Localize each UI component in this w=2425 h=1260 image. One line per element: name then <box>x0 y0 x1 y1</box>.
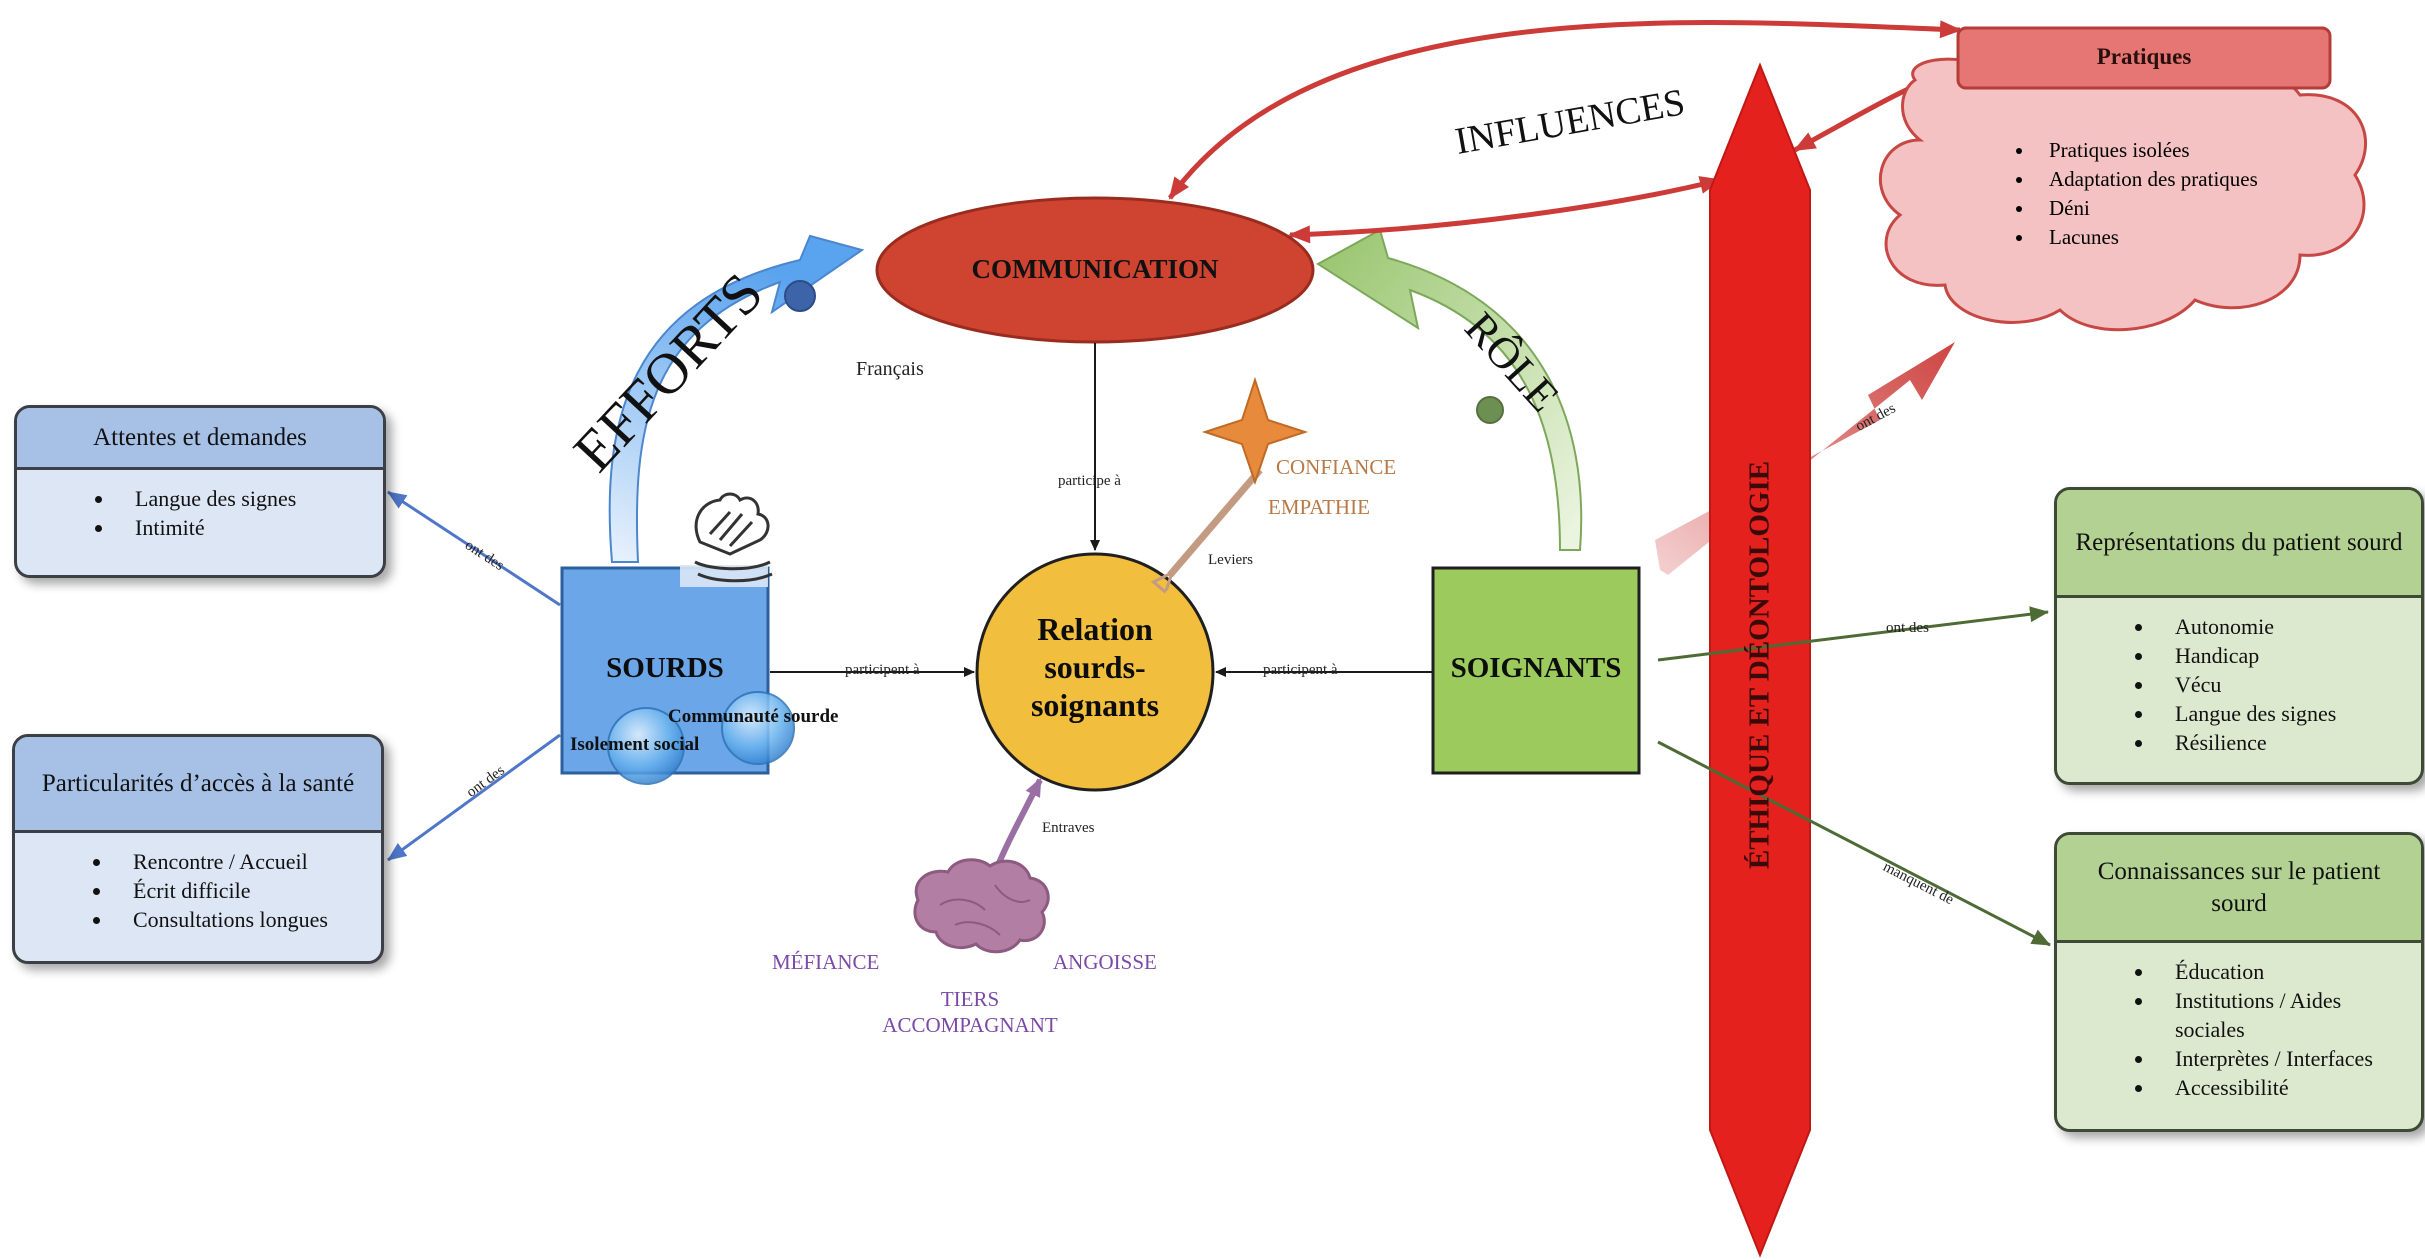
card-body: Autonomie Handicap Vécu Langue des signe… <box>2057 598 2421 767</box>
list-item: Handicap <box>2155 641 2401 670</box>
influences-arrow-top <box>1167 20 1962 200</box>
edge-manquent <box>1657 740 2051 947</box>
star-icon <box>1201 376 1309 486</box>
connaissances-card: Connaissances sur le patient sourd Éduca… <box>2054 832 2424 1132</box>
list-item: Rencontre / Accueil <box>113 847 361 876</box>
influences-arrow-middle <box>1288 176 1722 244</box>
edge-ont-des-repr <box>1657 606 2049 662</box>
card-body: Éducation Institutions / Aides sociales … <box>2057 943 2421 1112</box>
angoisse-label: ANGOISSE <box>1053 950 1157 974</box>
particularites-card: Particularités d’accès à la santé Rencon… <box>12 734 384 964</box>
communication-node <box>875 196 1315 344</box>
list-item: Autonomie <box>2155 612 2401 641</box>
ont-des-repr-label: ont des <box>1886 620 1929 636</box>
list-item: Adaptation des pratiques <box>2035 165 2285 194</box>
dot-icon <box>1476 396 1504 424</box>
leviers-label: Leviers <box>1208 552 1253 568</box>
list-item: Institutions / Aides sociales <box>2155 986 2401 1044</box>
pratiques-header <box>1956 26 2332 90</box>
confiance-label: CONFIANCE <box>1276 455 1397 479</box>
dot-icon <box>784 280 816 312</box>
efforts-arrow <box>608 234 865 563</box>
bubble-icon <box>721 691 795 765</box>
card-body: Langue des signes Intimité <box>17 470 383 552</box>
ethique-bar <box>1709 62 1811 1258</box>
soignants-label: SOIGNANTS <box>1450 652 1622 684</box>
pratiques-list: Pratiques isolées Adaptation des pratiqu… <box>1975 136 2285 252</box>
role-arrow <box>1316 228 1583 551</box>
card-title: Connaissances sur le patient sourd <box>2057 835 2421 943</box>
list-item: Consultations longues <box>113 905 361 934</box>
list-item: Éducation <box>2155 957 2401 986</box>
edge-ont-des-top <box>387 490 561 607</box>
card-body: Rencontre / Accueil Écrit difficile Cons… <box>15 833 381 944</box>
relation-node <box>975 552 1215 792</box>
edge-leviers <box>1170 467 1263 575</box>
list-item: Interprètes / Interfaces <box>2155 1044 2401 1073</box>
participe-label: participe à <box>1058 473 1121 489</box>
list-item: Résilience <box>2155 728 2401 757</box>
list-item: Langue des signes <box>2155 699 2401 728</box>
list-item: Vécu <box>2155 670 2401 699</box>
sourds-label: SOURDS <box>606 652 724 684</box>
communaute-label: Communauté sourde <box>668 706 839 727</box>
card-title: Attentes et demandes <box>17 408 383 470</box>
communication-label: COMMUNICATION <box>971 254 1219 284</box>
bubble-icon <box>607 707 685 785</box>
list-item: Intimité <box>115 513 363 542</box>
attentes-card: Attentes et demandes Langue des signes I… <box>14 405 386 578</box>
entraves-label: Entraves <box>1042 820 1095 836</box>
empathie-label: EMPATHIE <box>1268 495 1370 519</box>
participent-right-label: participent à <box>1263 662 1338 678</box>
soignants-node <box>1431 566 1641 775</box>
mefiance-label: MÉFIANCE <box>772 950 880 974</box>
card-title: Représentations du patient sourd <box>2057 490 2421 598</box>
brain-icon <box>913 858 1050 954</box>
francais-label: Français <box>856 358 924 380</box>
ethique-label: ÉTHIQUE ET DÉONTOLOGIE <box>1743 460 1776 870</box>
representations-card: Représentations du patient sourd Autonom… <box>2054 487 2424 785</box>
hands-icon <box>694 492 773 583</box>
participent-left-label: participent à <box>845 662 920 678</box>
list-item: Lacunes <box>2035 223 2285 252</box>
list-item: Pratiques isolées <box>2035 136 2285 165</box>
edge-ont-des-bottom <box>387 733 561 862</box>
list-item: Langue des signes <box>115 484 363 513</box>
card-title: Particularités d’accès à la santé <box>15 737 381 833</box>
pratiques-title: Pratiques <box>2096 44 2192 69</box>
list-item: Déni <box>2035 194 2285 223</box>
isolement-label: Isolement social <box>570 734 700 755</box>
list-item: Accessibilité <box>2155 1073 2401 1102</box>
tiers-label: TIERS ACCOMPAGNANT <box>882 987 1058 1037</box>
list-item: Écrit difficile <box>113 876 361 905</box>
relation-label: Relation sourds-soignants <box>1030 611 1160 723</box>
